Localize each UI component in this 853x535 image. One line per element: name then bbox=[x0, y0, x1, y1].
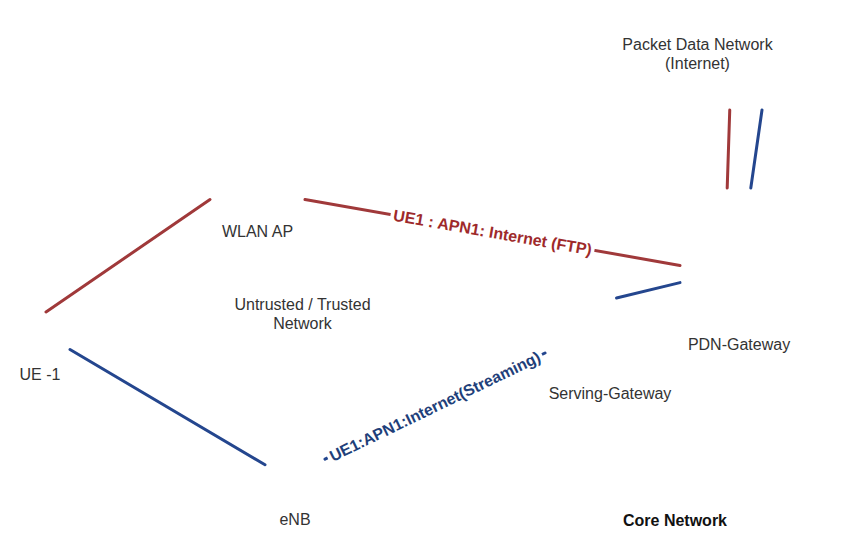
node-label: eNB bbox=[265, 510, 325, 529]
node-label: Serving-Gateway bbox=[545, 384, 675, 403]
user-equipment-icon bbox=[15, 315, 45, 357]
pdn-cloud: Packet Data Network (Internet) bbox=[590, 5, 805, 110]
node-label: PDN-Gateway bbox=[680, 335, 798, 354]
node-label: Core Network bbox=[600, 511, 750, 530]
network-link bbox=[751, 110, 762, 188]
gateway-server-icon bbox=[692, 190, 777, 325]
base-station: eNB bbox=[265, 420, 325, 532]
network-link bbox=[46, 200, 210, 313]
link-label: UE1:APN1:Internet(Streaming) bbox=[324, 346, 547, 467]
core-network-cloud: Core Network PDN-GatewayServing-Gateway bbox=[415, 118, 853, 535]
network-link bbox=[617, 283, 681, 298]
user-equipment: UE -1 bbox=[10, 312, 70, 387]
access-point-icon bbox=[222, 183, 292, 215]
gateway-server: PDN-Gateway bbox=[680, 188, 798, 360]
network-link bbox=[70, 350, 265, 465]
gateway-server-icon bbox=[573, 298, 631, 378]
node-label: Packet Data Network (Internet) bbox=[610, 35, 785, 73]
wlan-cloud: Untrusted / Trusted Network WLAN AP bbox=[140, 30, 385, 350]
cloud-outline bbox=[415, 118, 851, 508]
node-label: WLAN AP bbox=[210, 222, 305, 241]
link-label: UE1 : APN1: Internet (FTP) bbox=[389, 205, 596, 260]
access-point: WLAN AP bbox=[210, 180, 305, 245]
network-link bbox=[305, 200, 680, 266]
network-link bbox=[727, 110, 730, 188]
gateway-server: Serving-Gateway bbox=[545, 298, 675, 408]
node-label: Untrusted / Trusted Network bbox=[225, 295, 380, 333]
node-label: UE -1 bbox=[12, 365, 68, 384]
base-station-icon bbox=[270, 422, 320, 507]
